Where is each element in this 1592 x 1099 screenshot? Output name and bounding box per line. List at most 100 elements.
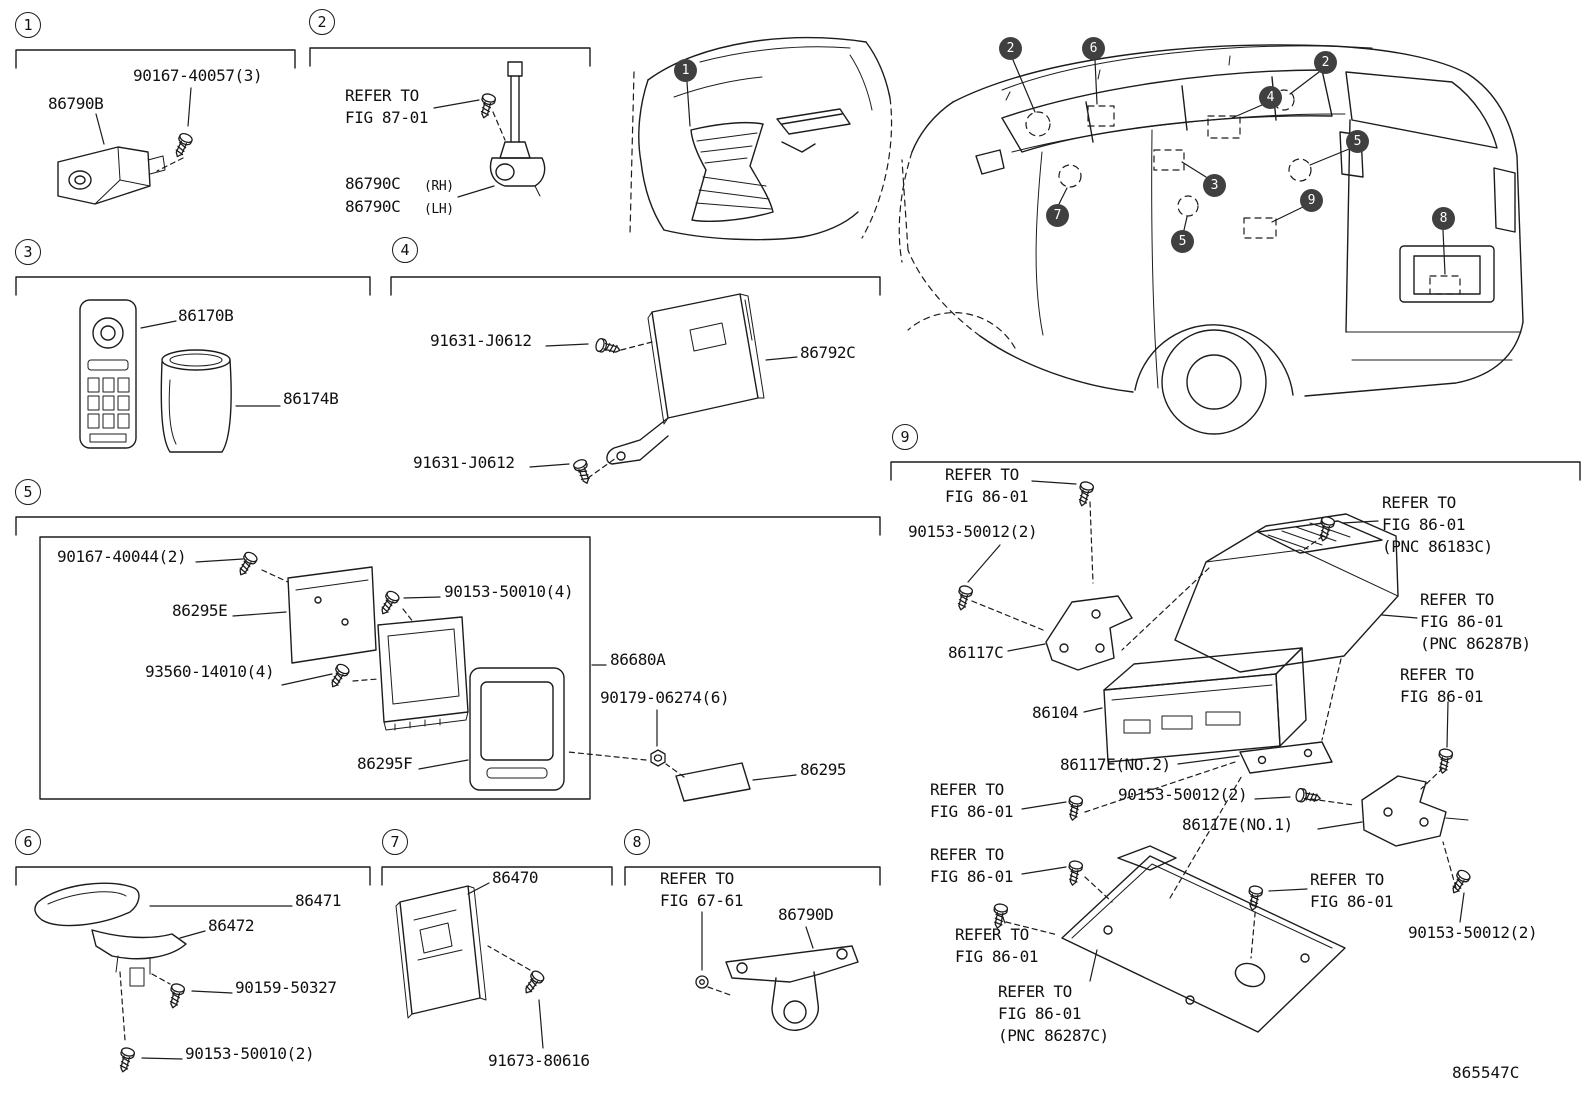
refer-fig-86-01: FIG 86-01 [955,947,1039,966]
screw-icon [953,583,974,613]
section-callout-6: 6 [15,829,41,855]
fastener-icons [115,91,1473,1075]
refer-note: REFER TO [1400,665,1474,684]
part-label-86470: 86470 [492,868,539,887]
refer-note: REFER TO [1310,870,1384,889]
refer-fig-86-01: FIG 86-01 [930,802,1014,821]
refer-note: REFER TO [998,982,1072,1001]
section-callout-9: 9 [892,424,918,450]
pnc-86287c-note: (PNC 86287C) [998,1026,1109,1045]
fastener-label-90153-50012-a: 90153-50012(2) [908,522,1038,541]
section-callout-8: 8 [624,829,650,855]
refer-fig-86-01: FIG 86-01 [1420,612,1504,631]
rear-camera-86790d-art [725,945,859,1031]
rh-suffix: (RH) [424,179,454,194]
vehicle-callout-4: 4 [1259,86,1282,109]
part-label-86117c: 86117C [948,643,1004,662]
fastener-label-90159-50327: 90159-50327 [235,978,337,997]
screw-icon [1074,479,1095,509]
screw-icon [1294,787,1323,806]
screw-icon [520,968,547,998]
screw-icon [1435,747,1454,776]
part-label-86174b: 86174B [283,389,339,408]
rear-vehicle-art [898,44,1524,435]
section-brackets [15,47,1581,886]
refer-note: REFER TO [1382,493,1456,512]
fastener-label-93560-14010: 93560-14010(4) [145,662,275,681]
part-label-86117e-no2: 86117E(NO.2) [1060,755,1171,774]
screw-icon [593,337,623,358]
pnc-86183c-note: (PNC 86183C) [1382,537,1493,556]
pnc-86287b-note: (PNC 86287B) [1420,634,1531,653]
part-label-86472: 86472 [208,916,255,935]
front-vehicle-art [629,36,893,241]
refer-fig-87-01: FIG 87-01 [345,108,429,127]
part-label-86104: 86104 [1032,703,1079,722]
fastener-label-90167-40057: 90167-40057(3) [133,66,263,85]
part-label-86117e-no1: 86117E(NO.1) [1182,815,1293,834]
vehicle-callout-7: 7 [1046,204,1069,227]
vehicle-callout-2b: 2 [1314,51,1337,74]
part-label-86295e: 86295E [172,601,228,620]
part-label-86170b: 86170B [178,306,234,325]
part-label-86471: 86471 [295,891,342,910]
refer-fig-86-01: FIG 86-01 [945,487,1029,506]
display-assembly-art [287,566,751,802]
screw-icon [326,661,352,691]
refer-note: REFER TO [1420,590,1494,609]
fastener-label-91673-80616: 91673-80616 [488,1051,590,1070]
refer-note: REFER TO [930,780,1004,799]
garnish-86471-art [34,882,187,987]
refer-fig-86-01: FIG 86-01 [998,1004,1082,1023]
refer-fig-86-01: FIG 86-01 [1400,687,1484,706]
section-callout-3: 3 [15,239,41,265]
vehicle-callout-9: 9 [1300,189,1323,212]
screw-icon [476,91,497,121]
refer-note: REFER TO [945,465,1019,484]
fastener-label-90179-06274: 90179-06274(6) [600,688,730,707]
part-label-86790c-rh: 86790C [345,174,401,193]
screw-icon [115,1045,136,1075]
nut-icon [650,749,666,767]
ecu-86792c-art [606,293,765,465]
fastener-label-91631-j0612-a: 91631-J0612 [430,331,532,350]
camera-86790b-art [57,146,166,205]
section-callout-4: 4 [392,237,418,263]
refer-note: REFER TO [660,869,734,888]
part-label-86680a: 86680A [610,650,666,669]
part-label-86792c: 86792C [800,343,856,362]
refer-note: REFER TO [345,86,419,105]
refer-fig-86-01: FIG 86-01 [1310,892,1394,911]
part-label-86790b: 86790B [48,94,104,113]
refer-note: REFER TO [955,925,1029,944]
section-callout-5: 5 [15,479,41,505]
screw-icon [1447,867,1473,897]
fastener-label-90167-40044: 90167-40044(2) [57,547,187,566]
diagram-id: 865547C [1452,1063,1520,1082]
part-label-86295f: 86295F [357,754,413,773]
refer-note: REFER TO [930,845,1004,864]
lh-suffix: (LH) [424,202,454,217]
leader-lines [95,87,1465,1060]
part-label-86790c-lh: 86790C [345,197,401,216]
grommet-icon [695,975,709,989]
screw-icon [165,981,186,1011]
vehicle-callout-8: 8 [1432,207,1455,230]
dashed-lines [119,111,1457,1041]
fastener-label-90153-50012-c: 90153-50012(2) [1408,923,1538,942]
refer-fig-86-01: FIG 86-01 [930,867,1014,886]
amplifier-assembly-art [1045,513,1469,1033]
part-label-86790d: 86790D [778,905,834,924]
fastener-label-90153-50012-b: 90153-50012(2) [1118,785,1248,804]
screw-icon [571,457,594,487]
holder-86174b-art [160,349,232,453]
part-label-86295: 86295 [800,760,847,779]
screw-icon [170,131,195,161]
refer-fig-67-61: FIG 67-61 [660,891,744,910]
vehicle-callout-leaders [1012,59,1446,275]
remote-86170b-art [79,299,137,449]
vehicle-callout-5: 5 [1346,130,1369,153]
fastener-label-90153-50010-2: 90153-50010(2) [185,1044,315,1063]
